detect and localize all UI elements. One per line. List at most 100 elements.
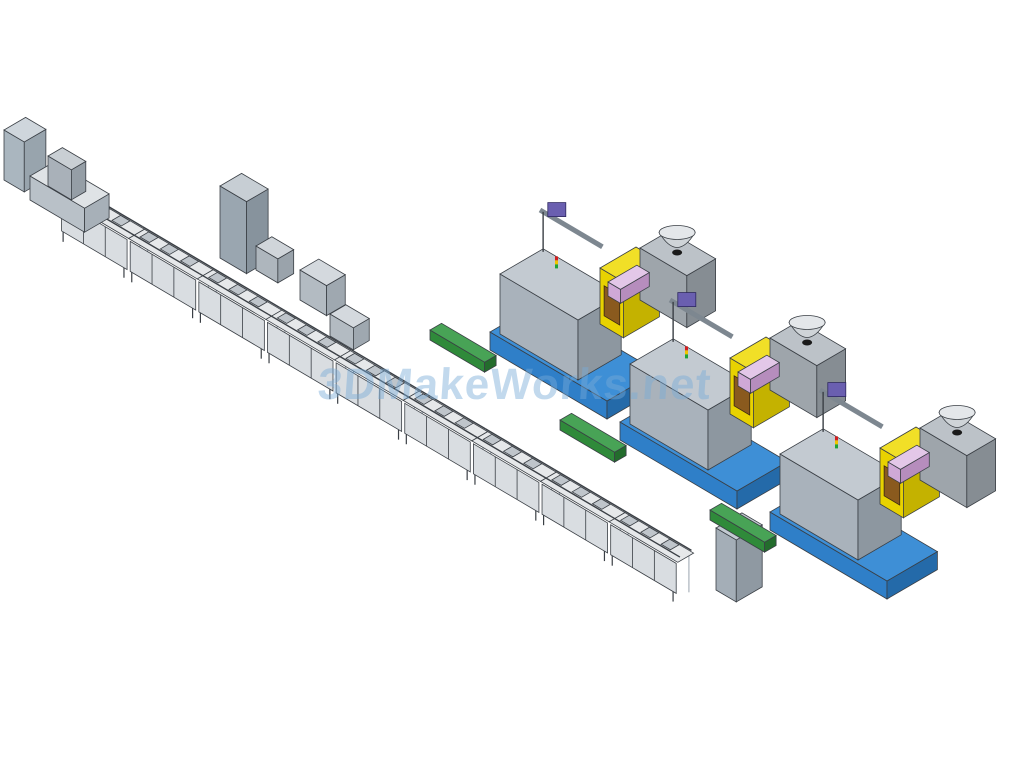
assembly-station: [219, 172, 371, 351]
conveyor-rail: [130, 232, 200, 275]
pallet: [139, 231, 159, 243]
signal-light-yellow: [835, 440, 838, 445]
robot-carriage: [547, 202, 567, 218]
outfeed-belt-top: [559, 412, 627, 453]
mold-plate: [737, 354, 781, 395]
assembly-enclosure-top: [219, 172, 269, 203]
conveyor-rail: [336, 354, 406, 396]
outfeed-belt: [559, 412, 627, 463]
pallet: [317, 336, 337, 348]
conveyor-segment: [196, 266, 283, 359]
assembly-unit-top: [255, 236, 295, 260]
pallet: [413, 393, 434, 405]
conveyor-rail: [553, 468, 624, 511]
outfeed-belt: [709, 502, 777, 553]
outfeed-belt-top: [429, 322, 497, 363]
hopper-throat: [672, 249, 683, 256]
pallet: [207, 271, 228, 284]
conveyor-segment: [471, 428, 558, 521]
pallet: [640, 526, 660, 539]
press-unit-2: [329, 304, 371, 351]
signal-light-yellow: [555, 260, 558, 265]
pallet: [248, 295, 269, 308]
pallet: [228, 283, 248, 296]
conveyor-segment: [402, 387, 489, 481]
signal-light-red: [835, 436, 838, 441]
signal-light-red: [685, 346, 688, 351]
mold-plate: [887, 444, 931, 485]
pallet: [345, 352, 365, 365]
conveyor-rail: [267, 313, 338, 356]
press-unit-top: [299, 258, 347, 287]
injection-unit: [919, 410, 997, 509]
pallet: [454, 417, 474, 429]
conveyor-rail: [347, 347, 418, 390]
molding-machine-2: [559, 292, 847, 510]
signal-light-green: [835, 444, 838, 449]
conveyor-panel: [198, 281, 265, 352]
conveyor-segment: [333, 347, 420, 440]
pallet: [571, 486, 591, 498]
pallet: [385, 376, 406, 389]
signal-light-green: [685, 354, 688, 359]
press-unit-2-top: [329, 304, 371, 329]
hopper-rim: [788, 315, 826, 330]
conveyor-segment: [265, 306, 352, 400]
conveyor-rail: [416, 387, 486, 430]
conveyor-panel: [541, 483, 608, 554]
molding-machine-3: [709, 382, 997, 600]
pallet: [296, 324, 317, 336]
pallet: [619, 514, 640, 527]
pallet: [111, 214, 131, 227]
pallet: [660, 538, 680, 551]
pallet: [591, 498, 612, 510]
pallet: [365, 364, 386, 377]
pallet: [159, 243, 180, 255]
station-fixture: [47, 147, 87, 201]
mold-plate-top: [607, 264, 651, 290]
station-enclosure-top: [3, 116, 47, 143]
conveyor-rail: [542, 475, 612, 518]
pallet: [482, 433, 503, 446]
conveyor-rail: [210, 266, 280, 309]
mold-plate-top: [887, 444, 931, 470]
clamp-cover: [629, 338, 752, 471]
robot-carriage: [677, 292, 697, 308]
conveyor-segment: [127, 225, 214, 319]
outfeed-belt: [429, 322, 497, 373]
pallet: [523, 457, 543, 470]
signal-light-red: [555, 256, 558, 261]
molding-machine-1: [429, 202, 717, 420]
conveyor-rail: [141, 225, 212, 268]
assembly-enclosure: [219, 172, 269, 275]
press-unit: [299, 258, 347, 317]
assembly-unit: [255, 236, 295, 284]
loading-station: [3, 116, 110, 233]
conveyor-segment: [539, 468, 626, 562]
hopper-rim: [658, 225, 696, 240]
conveyor-rail: [610, 515, 681, 558]
conveyor-rail: [279, 306, 349, 349]
pallet: [551, 474, 571, 486]
hopper-throat: [802, 339, 813, 346]
mold-plate-top: [737, 354, 781, 380]
conveyor-rail: [473, 435, 543, 477]
conveyor-segment: [608, 509, 695, 602]
signal-light-yellow: [685, 350, 688, 355]
mold-plate: [607, 264, 651, 305]
main-conveyor: [59, 185, 695, 602]
signal-light-green: [555, 264, 558, 269]
clamp-cover: [499, 248, 622, 381]
conveyor-rail: [405, 394, 475, 437]
pallet: [276, 312, 297, 324]
hopper-throat: [952, 429, 963, 436]
conveyor-rail: [622, 509, 692, 551]
station-fixture-top: [47, 147, 87, 171]
robot-carriage: [827, 382, 847, 398]
pallet: [502, 445, 523, 458]
conveyor-rail: [199, 273, 269, 315]
pallet: [179, 255, 200, 267]
outfeed-belt-top: [709, 502, 777, 543]
